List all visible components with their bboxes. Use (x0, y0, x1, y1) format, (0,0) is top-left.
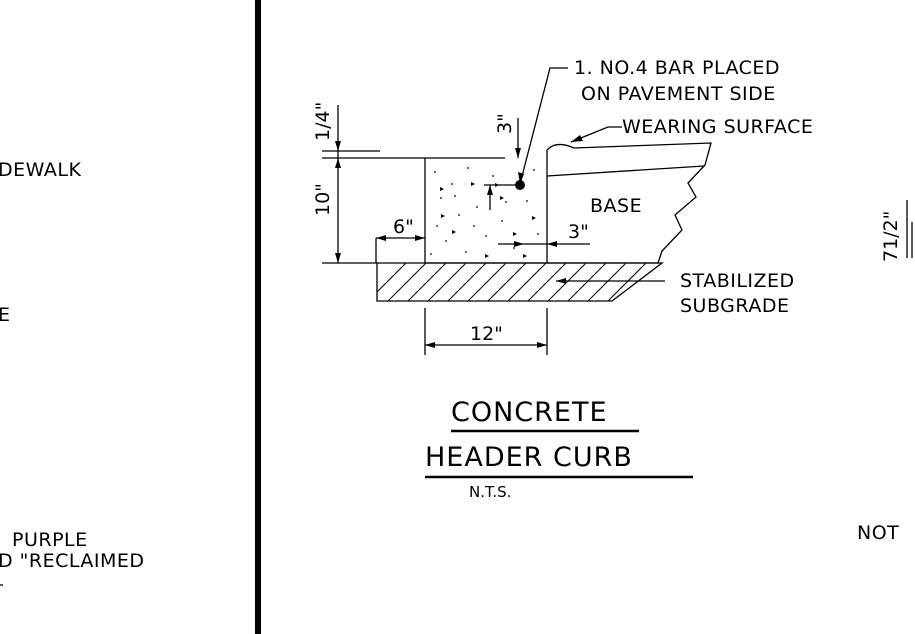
dim-quarter-inch: 1/4" (312, 102, 334, 141)
subgrade-hatch-pattern (376, 262, 647, 302)
subgrade-label: STABILIZED SUBGRADE (556, 270, 795, 317)
stabilized-subgrade-block (376, 262, 664, 302)
rebar-note: 1. NO.4 BAR PLACED ON PAVEMENT SIDE (518, 57, 780, 185)
dim-curb-height: 10" (312, 183, 334, 216)
wearing-surface-label: WEARING SURFACE (570, 116, 813, 143)
dim-curb-width: 12" (470, 323, 503, 345)
base-gap-dimension: 3" (498, 221, 590, 247)
panel-divider-line (255, 0, 261, 634)
stabilized-text: STABILIZED (680, 270, 795, 292)
rebar-note-line2: ON PAVEMENT SIDE (581, 83, 776, 105)
left-reclaimed-fragment: D "RECLAIMED (0, 550, 145, 572)
left-purple-fragment: PURPLE (12, 529, 88, 551)
dim-top-cover: 3" (494, 113, 516, 134)
right-note-fragment: NOT (857, 522, 899, 544)
right-panel: 71/2" NOT (857, 200, 913, 544)
concrete-aggregate-pattern (430, 167, 539, 258)
scale-note: N.T.S. (469, 483, 511, 501)
no4-rebar (515, 180, 525, 190)
wearing-surface-base-outline (546, 142, 712, 264)
left-sidewalk-fragment: DEWALK (0, 159, 81, 181)
header-curb-detail: 1/4" 10" 3" 6" 3" (312, 57, 813, 501)
wearing-surface-text: WEARING SURFACE (622, 116, 813, 138)
left-panel: DEWALK E PURPLE D "RECLAIMED (0, 159, 145, 586)
detail-title-line2: HEADER CURB (425, 442, 633, 473)
wearing-surface-bottom-line (546, 165, 705, 177)
dim-side-offset: 6" (393, 216, 414, 238)
cover-dimension: 3" (484, 113, 521, 210)
base-label: BASE (590, 195, 642, 217)
width-dimension: 12" (424, 308, 548, 355)
right-dimension-fragment: 71/2" (880, 211, 902, 262)
height-dimension: 1/4" 10" (312, 102, 425, 264)
rebar-note-line1: 1. NO.4 BAR PLACED (574, 57, 780, 79)
curb-body-outline (424, 150, 548, 264)
subgrade-text: SUBGRADE (680, 295, 789, 317)
detail-title-line1: CONCRETE (451, 397, 608, 428)
dim-base-gap: 3" (568, 221, 589, 243)
side-dimension: 6" (375, 216, 425, 263)
left-e-fragment: E (0, 304, 11, 326)
